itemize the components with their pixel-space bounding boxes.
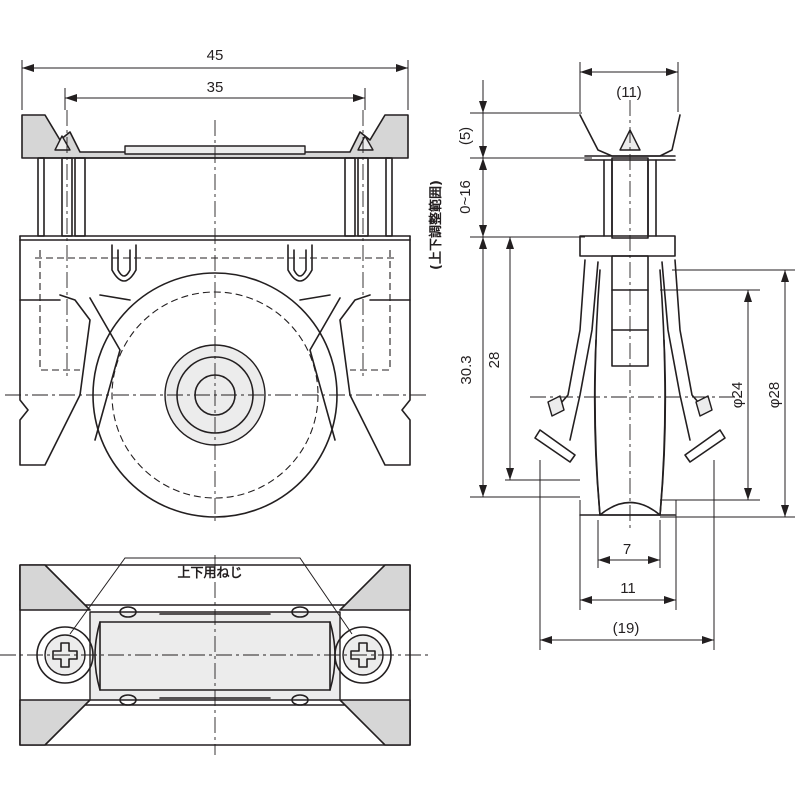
bottom-view: 上下用ねじ (0, 555, 430, 755)
side-view: (11) (5) 0~16 (上下調整範囲) 30.3 28 φ24 φ28 (428, 62, 795, 650)
dim-top-5: (5) (457, 127, 474, 145)
dim-width-35: 35 (207, 79, 224, 96)
front-view: 45 35 (5, 47, 430, 525)
adjust-range-note: (上下調整範囲) (428, 180, 444, 270)
dim-top-11: (11) (616, 84, 642, 101)
screw-label: 上下用ねじ (177, 566, 242, 581)
dim-diameter-28: φ28 (766, 382, 783, 408)
dim-wheel-11: 11 (620, 580, 636, 597)
dim-adjust-range: 0~16 (457, 180, 474, 214)
dim-diameter-24: φ24 (729, 382, 746, 408)
dim-height-28: 28 (486, 352, 503, 369)
dim-bracket-19: (19) (613, 620, 640, 637)
dim-groove-7: 7 (623, 541, 631, 558)
dim-height-30-3: 30.3 (458, 355, 475, 384)
dim-width-45: 45 (207, 47, 224, 64)
